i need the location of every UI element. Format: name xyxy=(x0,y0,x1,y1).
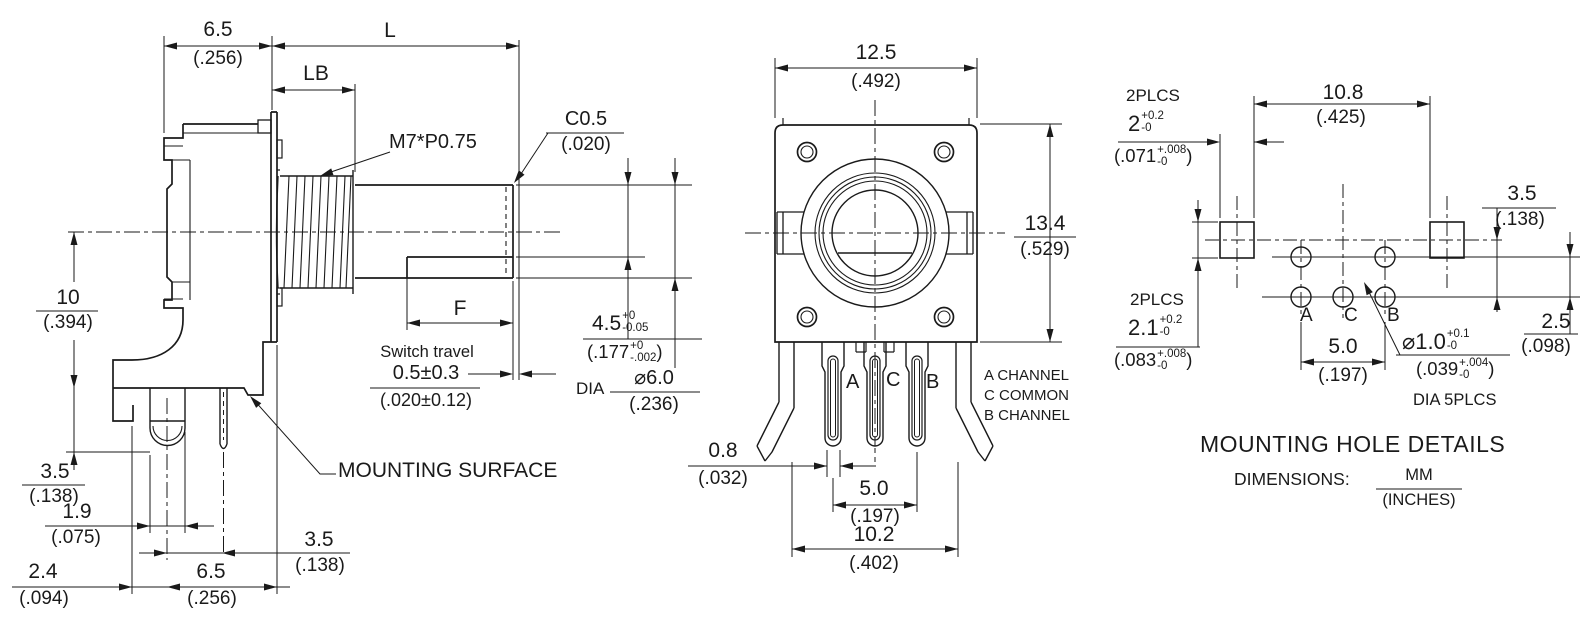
dim-3.5-bot-mm: 3.5 xyxy=(304,528,334,551)
dim-3.5-mount-in: (.138) xyxy=(1495,209,1545,230)
dim-10-mm: 10 xyxy=(56,286,80,309)
dim-13.4-in: (.529) xyxy=(1020,239,1070,260)
switch-travel-label: Switch travel xyxy=(380,343,474,361)
dim-6.5-top-mm: 6.5 xyxy=(203,18,233,41)
dim-switch-travel-in: (.020±0.12) xyxy=(380,390,472,410)
dim-switch-travel-mm: 0.5±0.3 xyxy=(392,362,460,384)
dim-2.4-in: (.094) xyxy=(19,588,69,609)
mount-view-dimensions xyxy=(1116,96,1578,490)
dim-dia6.0-in: (.236) xyxy=(629,394,679,415)
plcs-top-label: 2PLCS xyxy=(1126,86,1180,105)
dim-5.0-front-in: (.197) xyxy=(850,506,900,527)
dim-5.0-front-mm: 5.0 xyxy=(859,477,889,500)
dim-2.4-mm: 2.4 xyxy=(28,560,58,583)
dim-dia1.0-in: (.039 +.004-0 ) xyxy=(1416,357,1495,382)
legend-b-channel: B CHANNEL xyxy=(984,406,1070,424)
plcs-bot-label: 2PLCS xyxy=(1130,290,1184,309)
dim-1.9-mm: 1.9 xyxy=(62,500,92,523)
dim-2.5-mm: 2.5 xyxy=(1541,310,1571,333)
dim-C0.5-mm: C0.5 xyxy=(564,108,608,130)
dim-1.9-in: (.075) xyxy=(51,527,101,548)
dim-13.4-mm: 13.4 xyxy=(1024,212,1066,235)
dim-4.5-in: (.177 +0-.002 ) xyxy=(587,340,663,365)
dim-6.5-bot-in: (.256) xyxy=(187,588,237,609)
dim-dia6.0-mm: ⌀6.0 xyxy=(634,367,674,389)
front-pin-c-label: C xyxy=(886,369,901,391)
dim-0.8-in: (.032) xyxy=(698,468,748,489)
mount-pin-b-label: B xyxy=(1387,305,1400,326)
dim-F: F xyxy=(453,297,467,320)
legend-a-channel: A CHANNEL xyxy=(984,367,1070,384)
mount-pin-a-label: A xyxy=(1300,305,1313,326)
legend-c-common: C COMMON xyxy=(984,386,1069,404)
dim-L: L xyxy=(384,19,396,42)
dia-word: DIA xyxy=(576,379,605,398)
side-view-arrows xyxy=(70,42,679,591)
dim-0.8-mm: 0.8 xyxy=(708,439,738,462)
side-view-dimensions xyxy=(12,36,702,594)
dim-3.5-left-mm: 3.5 xyxy=(40,460,70,483)
front-pin-b-label: B xyxy=(926,371,940,393)
dim-dia1.0-mm: ⌀1.0 +0.1-0 xyxy=(1402,328,1470,354)
mount-view-centerlines xyxy=(1205,184,1502,318)
dim-3.5-mount-mm: 3.5 xyxy=(1507,182,1537,205)
front-view-centerlines xyxy=(745,100,1005,463)
dim-10.8-in: (.425) xyxy=(1316,107,1366,128)
dim-6.5-bot-mm: 6.5 xyxy=(196,560,226,583)
dim-10.2-mm: 10.2 xyxy=(853,523,895,546)
dim-10-in: (.394) xyxy=(43,312,93,333)
mount-view-arrows xyxy=(1194,100,1574,366)
channel-legend: A CHANNEL C COMMON B CHANNEL xyxy=(984,366,1070,426)
dim-12.5-mm: 12.5 xyxy=(855,41,897,64)
mount-pin-c-label: C xyxy=(1344,305,1358,326)
dim-2-mm: 2 +0.2-0 xyxy=(1128,110,1164,136)
units-inches: (INCHES) xyxy=(1382,491,1456,509)
mount-view-part xyxy=(1219,221,1580,308)
mounting-surface-label: MOUNTING SURFACE xyxy=(338,459,558,482)
thread-spec: M7*P0.75 xyxy=(389,131,477,153)
dim-5.0-mount-in: (.197) xyxy=(1318,365,1368,386)
dim-2.5-in: (.098) xyxy=(1521,336,1571,357)
units-mm: MM xyxy=(1405,466,1433,484)
dim-LB: LB xyxy=(303,62,329,85)
front-pin-a-label: A xyxy=(846,371,860,393)
mounting-hole-details-title: MOUNTING HOLE DETAILS xyxy=(1200,431,1506,457)
side-view-centerlines xyxy=(68,231,560,560)
dim-3.5-bot-in: (.138) xyxy=(295,555,345,576)
dim-10.8-mm: 10.8 xyxy=(1322,81,1364,104)
dim-2.1-mm: 2.1 +0.2-0 xyxy=(1128,314,1183,340)
dim-2-in: (.071 +.008-0 ) xyxy=(1114,144,1193,169)
dim-3.5-left-in: (.138) xyxy=(29,486,79,507)
dim-5.0-mount-mm: 5.0 xyxy=(1328,335,1358,358)
dim-C0.5-in: (.020) xyxy=(561,134,611,155)
dimensions-label: DIMENSIONS: xyxy=(1234,469,1350,489)
dia-5plcs-label: DIA 5PLCS xyxy=(1413,391,1497,409)
dim-4.5-mm: 4.5 +0-0.05 xyxy=(592,310,649,335)
dim-6.5-top-in: (.256) xyxy=(193,48,243,69)
dim-10.2-in: (.402) xyxy=(849,553,899,574)
front-view-arrows xyxy=(775,64,1054,553)
dim-2.1-in: (.083 +.008-0 ) xyxy=(1114,348,1193,373)
dim-12.5-in: (.492) xyxy=(851,71,901,92)
